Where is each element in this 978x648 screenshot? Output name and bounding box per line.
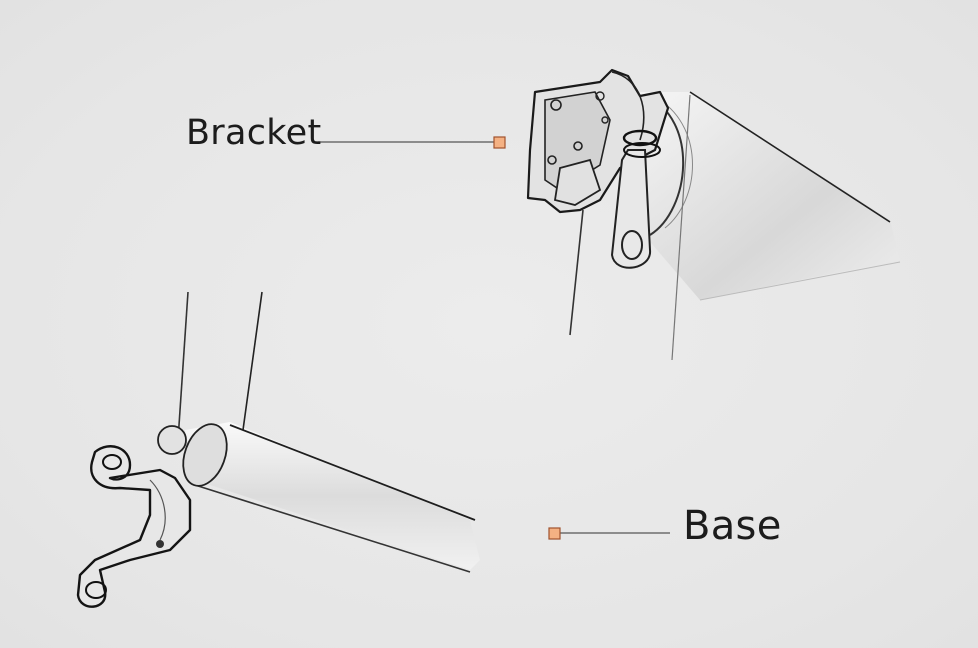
bracket-callout [318, 136, 506, 149]
base-label: Base [683, 503, 782, 549]
base-callout [548, 527, 670, 540]
lower-tube [157, 291, 480, 573]
bracket-assembly [526, 68, 670, 269]
bracket-marker-icon [493, 136, 506, 149]
upper-tube [569, 91, 901, 361]
base-marker-icon [548, 527, 561, 540]
bracket-label: Bracket [186, 113, 322, 153]
base-assembly [76, 445, 192, 608]
